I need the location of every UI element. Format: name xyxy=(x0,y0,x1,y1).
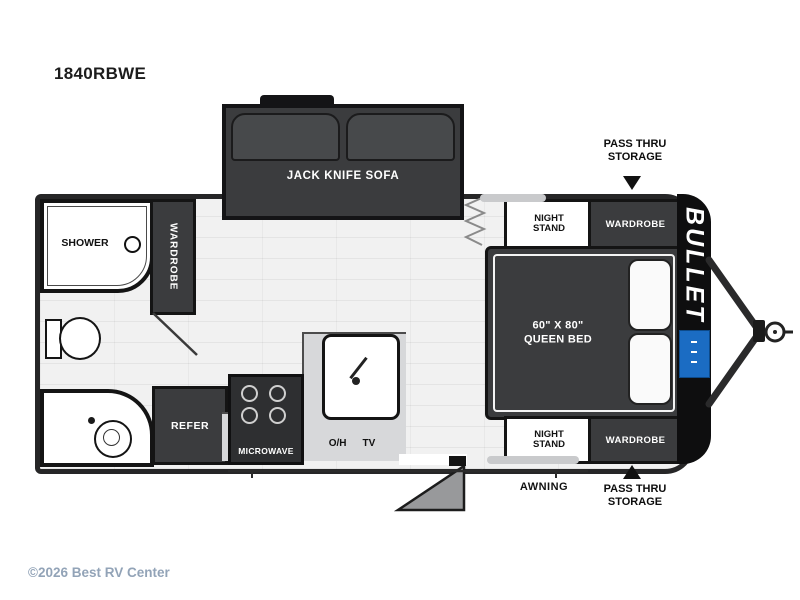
burner-icon xyxy=(269,407,286,424)
shower-pan xyxy=(47,206,147,286)
mattress-outline xyxy=(493,254,675,412)
model-title: 1840RBWE xyxy=(54,64,147,83)
kitchen-faucet-icon xyxy=(349,356,368,380)
burner-icon xyxy=(241,407,258,424)
wardrobe-bottom-label: WARDROBE xyxy=(605,434,666,446)
sofa-cushion xyxy=(231,113,340,161)
brand-accent-badge xyxy=(679,330,710,378)
shower-label: SHOWER xyxy=(61,237,109,249)
arrow-up-icon xyxy=(623,465,641,479)
wardrobe-bottom: WARDROBE xyxy=(588,416,683,464)
night-stand-top-l1: NIGHT xyxy=(534,212,564,224)
brand-logo: BULLET xyxy=(676,206,712,324)
pass-thru-bottom-l1: PASS THRU xyxy=(603,483,667,495)
shower-head-icon xyxy=(124,236,141,253)
pillow-icon xyxy=(628,333,672,405)
front-cap xyxy=(677,194,711,464)
oh-label: O/H xyxy=(328,438,347,449)
hitch-icon xyxy=(705,256,793,408)
watermark: ©2026 Best RV Center xyxy=(28,565,170,580)
pass-thru-top-l1: PASS THRU xyxy=(603,138,667,150)
queen-bed: 60" X 80" QUEEN BED xyxy=(485,246,683,420)
tv-label: TV xyxy=(362,438,376,449)
kitchen-sink xyxy=(322,334,400,420)
sofa-label: JACK KNIFE SOFA xyxy=(286,170,400,182)
overhead-tv-label: O/H TV xyxy=(300,438,404,449)
brand-logo-text: BULLET xyxy=(680,206,709,324)
awning-label: AWNING xyxy=(519,481,569,493)
entry-door-opening xyxy=(399,454,467,465)
slide-bump xyxy=(260,95,334,106)
wardrobe-top-label: WARDROBE xyxy=(605,218,666,230)
bed-size: 60" X 80" xyxy=(532,319,584,332)
bed-label: 60" X 80" QUEEN BED xyxy=(494,319,622,348)
burner-icon xyxy=(269,385,286,402)
night-stand-top-l2: STAND xyxy=(532,223,566,234)
toilet-bowl xyxy=(59,317,101,360)
bed-name: QUEEN BED xyxy=(523,334,593,346)
wheel-bottom xyxy=(487,456,579,464)
bath-sink-drain-icon xyxy=(103,429,120,446)
kitchen-faucet-base-icon xyxy=(352,377,360,385)
shower: SHOWER xyxy=(40,199,154,293)
accordion-divider-icon xyxy=(463,196,487,246)
night-stand-bottom-l1: NIGHT xyxy=(534,428,564,440)
wardrobe-left-label: WARDROBE xyxy=(167,223,179,291)
pass-thru-bottom-l2: STORAGE xyxy=(607,495,663,508)
night-stand-bottom-l2: STAND xyxy=(532,439,566,450)
night-stand-top: NIGHT STAND xyxy=(504,199,594,249)
pillow-icon xyxy=(628,259,672,331)
sofa-slideout: JACK KNIFE SOFA xyxy=(222,104,464,220)
refer-label: REFER xyxy=(170,419,210,432)
wardrobe-left: WARDROBE xyxy=(150,199,196,315)
pass-thru-top-label: PASS THRU STORAGE xyxy=(583,138,687,164)
sofa-cushion xyxy=(346,113,455,161)
bathroom-door-line xyxy=(152,312,198,356)
pass-thru-bottom-label: PASS THRU STORAGE xyxy=(583,483,687,509)
burner-icon xyxy=(241,385,258,402)
entry-step-icon xyxy=(394,456,466,512)
wheel-top xyxy=(480,194,546,202)
bath-sink-icon xyxy=(94,420,132,458)
refrigerator: REFER xyxy=(152,386,228,465)
pass-thru-top-l2: STORAGE xyxy=(607,150,663,163)
bath-faucet-icon xyxy=(88,417,95,424)
arrow-down-icon xyxy=(623,176,641,190)
microwave-label: MICROWAVE xyxy=(238,446,294,456)
bath-vanity xyxy=(40,389,154,467)
wardrobe-top: WARDROBE xyxy=(588,199,683,249)
range-microwave: MICROWAVE xyxy=(228,374,304,465)
awning-line xyxy=(228,469,588,478)
